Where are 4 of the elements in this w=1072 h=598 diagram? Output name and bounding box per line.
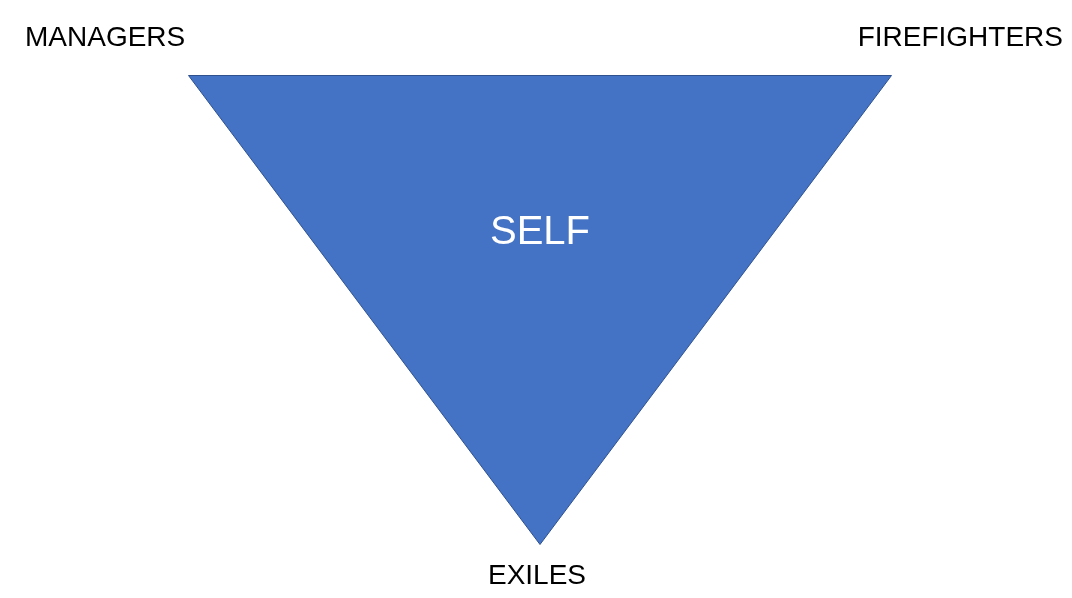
corner-label: MANAGERS [25,23,186,51]
triangle-label: SELF [490,210,590,250]
corner-label: EXILES [487,561,587,589]
corner-label: FIREFIGHTERS [857,23,1063,51]
